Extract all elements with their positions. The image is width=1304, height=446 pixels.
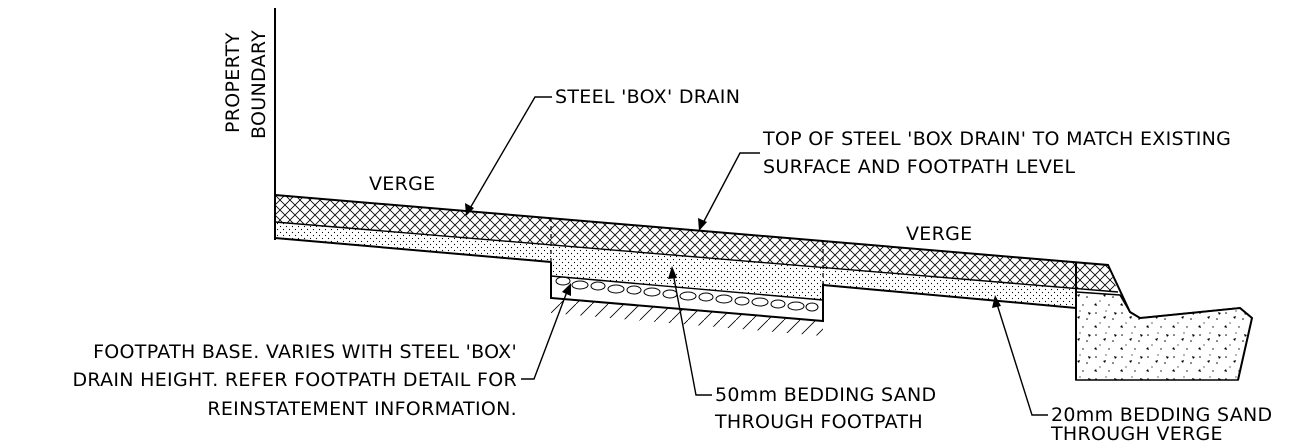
sand-20mm-label-1: 20mm BEDDING SAND [1051, 404, 1272, 426]
verge-right-label: VERGE [906, 223, 972, 245]
footpath-base-label-3: REINSTATEMENT INFORMATION. [207, 398, 517, 420]
footpath-base-label-1: FOOTPATH BASE. VARIES WITH STEEL 'BOX' [93, 341, 517, 363]
sand-50mm-label-2: THROUGH FOOTPATH [714, 411, 923, 433]
property-boundary-label-1: PROPERTY [222, 32, 244, 133]
verge-left-label: VERGE [369, 173, 435, 195]
leader-footpath-base [521, 283, 571, 380]
ground-hatch [551, 298, 823, 336]
kerb-concrete-block [1075, 291, 1253, 381]
leader-steel-box-drain [465, 96, 552, 216]
leader-top-of-drain [698, 152, 760, 231]
sand-layer-right [823, 268, 1076, 308]
footpath-bedding-sand [551, 245, 823, 300]
steel-box-drain-layer [275, 195, 1118, 292]
property-boundary-label-2: BOUNDARY [248, 30, 270, 139]
cobble-top-line [550, 275, 824, 301]
top-of-drain-label-2: SURFACE AND FOOTPATH LEVEL [763, 156, 1075, 178]
top-of-drain-label-1: TOP OF STEEL 'BOX DRAIN' TO MATCH EXISTI… [762, 128, 1231, 150]
sand-20mm-label-2: THROUGH VERGE [1050, 423, 1223, 445]
verge-sand-bottom-left [274, 237, 552, 263]
steel-box-drain-label: STEEL 'BOX' DRAIN [555, 86, 740, 108]
leader-20mm-sand [992, 295, 1048, 416]
sand-50mm-label-1: 50mm BEDDING SAND [715, 384, 936, 406]
hatch-bottom-line [274, 221, 1119, 293]
footpath-trench-outline [550, 262, 1077, 323]
sand-layer-left [275, 222, 551, 262]
footpath-base-label-2: DRAIN HEIGHT. REFER FOOTPATH DETAIL FOR [72, 369, 517, 391]
leader-50mm-sand [668, 266, 712, 396]
